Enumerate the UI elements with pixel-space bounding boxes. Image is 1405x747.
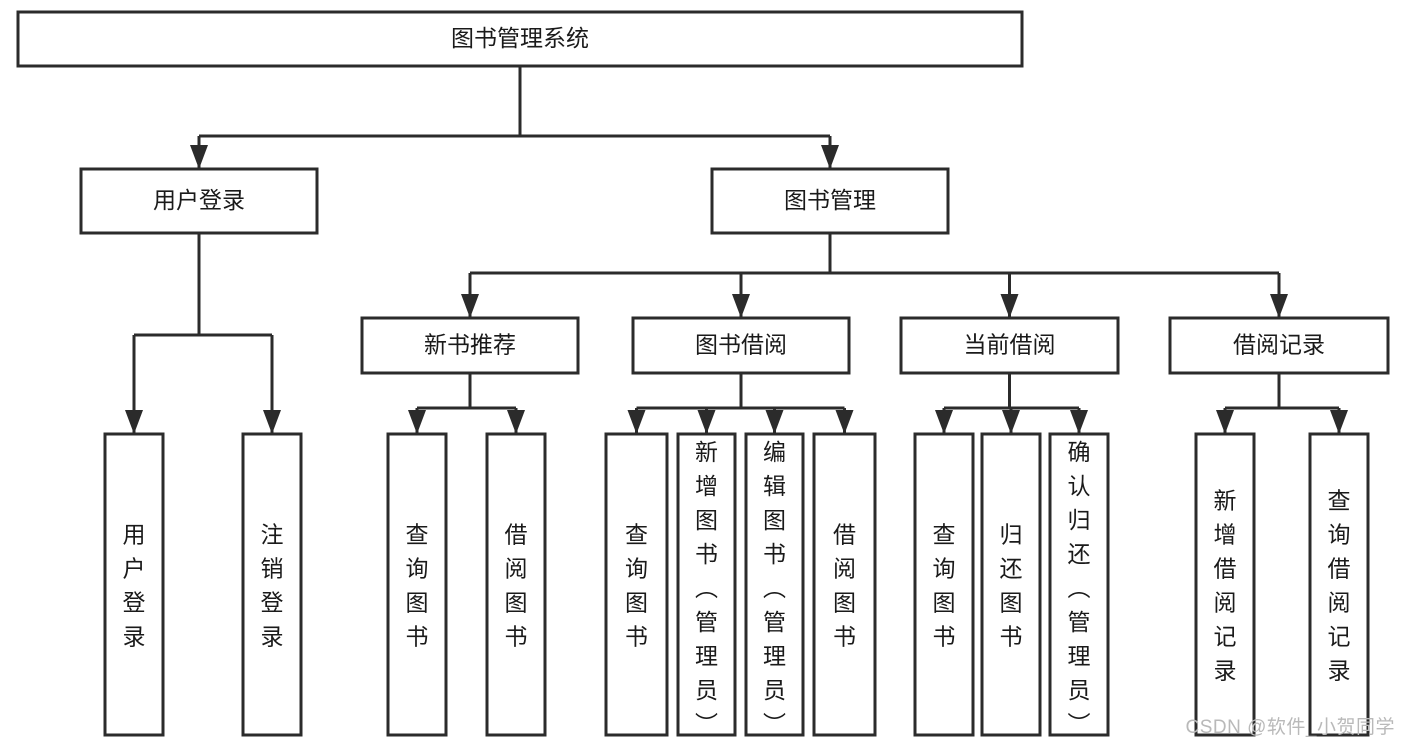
node-label: 用户登录 bbox=[153, 187, 245, 213]
arrow-head-icon bbox=[507, 410, 525, 434]
node-level2[interactable]: 用户登录 bbox=[79, 167, 319, 235]
node-layer: 图书管理系统用户登录图书管理新书推荐图书借阅当前借阅借阅记录用户登录注销登录查询… bbox=[16, 10, 1390, 737]
node-leaf[interactable]: 编辑图书︵管理员︶ bbox=[744, 432, 805, 737]
node-leaf[interactable]: 借阅图书 bbox=[485, 432, 547, 737]
node-leaf[interactable]: 新增图书︵管理员︶ bbox=[676, 432, 737, 737]
node-rect bbox=[812, 432, 877, 737]
node-label: 图书管理系统 bbox=[451, 25, 589, 51]
node-rect bbox=[103, 432, 165, 737]
node-label: 新增借阅记录 bbox=[1214, 488, 1237, 684]
csdn-watermark: CSDN @软件_小贺同学 bbox=[1185, 717, 1395, 738]
arrow-head-icon bbox=[1070, 410, 1088, 434]
node-label: 编辑图书︵管理员︶ bbox=[763, 439, 786, 737]
node-leaf[interactable]: 查询图书 bbox=[386, 432, 448, 737]
connector-layer bbox=[125, 66, 1348, 434]
node-leaf[interactable]: 查询图书 bbox=[913, 432, 975, 737]
arrow-head-icon bbox=[1216, 410, 1234, 434]
node-leaf[interactable]: 查询图书 bbox=[604, 432, 669, 737]
node-rect bbox=[604, 432, 669, 737]
arrow-head-icon bbox=[935, 410, 953, 434]
node-label: 查询图书 bbox=[406, 522, 429, 650]
node-label: 当前借阅 bbox=[964, 332, 1056, 358]
node-label: 借阅图书 bbox=[505, 522, 528, 650]
node-rect bbox=[1194, 432, 1256, 737]
node-label: 查询图书 bbox=[933, 522, 956, 650]
node-leaf[interactable]: 新增借阅记录 bbox=[1194, 432, 1256, 737]
node-rect bbox=[913, 432, 975, 737]
node-level3[interactable]: 借阅记录 bbox=[1168, 316, 1390, 375]
arrow-head-icon bbox=[765, 410, 784, 434]
arrow-head-icon bbox=[1000, 294, 1019, 318]
node-rect bbox=[631, 316, 851, 375]
node-rect bbox=[79, 167, 319, 235]
node-rect bbox=[1308, 432, 1370, 737]
arrow-head-icon bbox=[125, 410, 143, 434]
node-label: 借阅记录 bbox=[1233, 332, 1325, 358]
node-leaf[interactable]: 查询借阅记录 bbox=[1308, 432, 1370, 737]
arrow-head-icon bbox=[627, 410, 646, 434]
node-label: 查询借阅记录 bbox=[1328, 488, 1351, 684]
node-rect bbox=[744, 432, 805, 737]
node-rect bbox=[360, 316, 580, 375]
node-rect bbox=[1168, 316, 1390, 375]
node-label: 新增图书︵管理员︶ bbox=[695, 439, 718, 737]
arrow-head-icon bbox=[835, 410, 854, 434]
node-label: 确认归还︵管理员︶ bbox=[1068, 439, 1091, 737]
node-leaf[interactable]: 用户登录 bbox=[103, 432, 165, 737]
arrow-head-icon bbox=[190, 145, 208, 169]
node-rect bbox=[980, 432, 1042, 737]
node-label: 用户登录 bbox=[123, 522, 146, 650]
node-label: 注销登录 bbox=[261, 522, 284, 650]
node-label: 查询图书 bbox=[625, 522, 648, 650]
arrow-head-icon bbox=[263, 410, 281, 434]
node-leaf[interactable]: 注销登录 bbox=[241, 432, 303, 737]
node-leaf[interactable]: 借阅图书 bbox=[812, 432, 877, 737]
arrow-head-icon bbox=[821, 145, 839, 169]
arrow-head-icon bbox=[1002, 410, 1020, 434]
node-leaf[interactable]: 确认归还︵管理员︶ bbox=[1048, 432, 1110, 737]
node-label: 新书推荐 bbox=[424, 332, 516, 358]
node-rect bbox=[710, 167, 950, 235]
node-leaf[interactable]: 归还图书 bbox=[980, 432, 1042, 737]
node-level3[interactable]: 图书借阅 bbox=[631, 316, 851, 375]
arrow-head-icon bbox=[408, 410, 426, 434]
node-level3[interactable]: 新书推荐 bbox=[360, 316, 580, 375]
arrow-head-icon bbox=[1270, 294, 1288, 318]
node-rect bbox=[485, 432, 547, 737]
node-rect bbox=[386, 432, 448, 737]
node-root[interactable]: 图书管理系统 bbox=[16, 10, 1024, 68]
arrow-head-icon bbox=[461, 294, 479, 318]
node-label: 图书借阅 bbox=[695, 332, 787, 358]
node-rect bbox=[1048, 432, 1110, 737]
arrow-head-icon bbox=[732, 294, 750, 318]
node-level3[interactable]: 当前借阅 bbox=[899, 316, 1120, 375]
node-rect bbox=[899, 316, 1120, 375]
node-label: 归还图书 bbox=[1000, 522, 1023, 650]
node-level2[interactable]: 图书管理 bbox=[710, 167, 950, 235]
node-label: 图书管理 bbox=[784, 187, 876, 213]
node-rect bbox=[241, 432, 303, 737]
node-rect bbox=[676, 432, 737, 737]
arrow-head-icon bbox=[697, 410, 716, 434]
node-rect bbox=[16, 10, 1024, 68]
node-label: 借阅图书 bbox=[833, 522, 856, 650]
arrow-head-icon bbox=[1330, 410, 1348, 434]
